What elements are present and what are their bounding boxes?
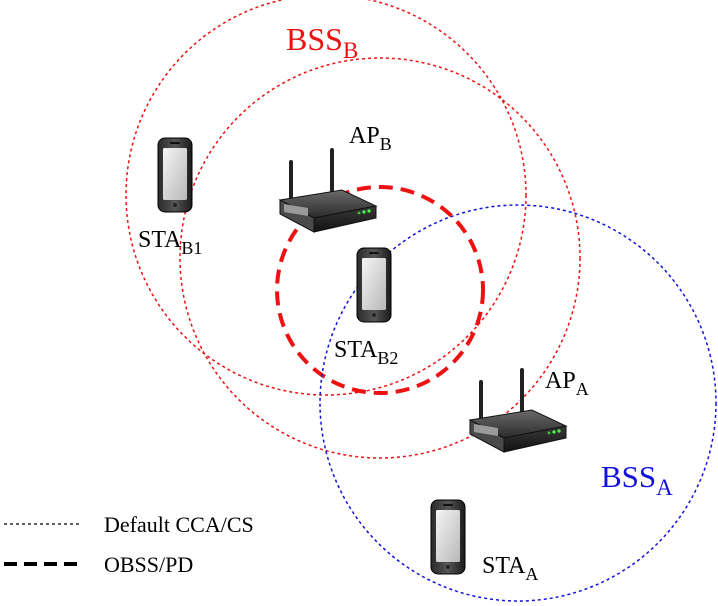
sta-b1-label: STAB1 bbox=[138, 227, 202, 258]
sta-b2-label: STAB2 bbox=[334, 337, 398, 368]
bss-b-coverage-circle-outer bbox=[125, 0, 527, 396]
ap-a-label: APA bbox=[545, 368, 589, 399]
legend-default-cca-label: Default CCA/CS bbox=[104, 512, 254, 537]
ap-b-label: APB bbox=[349, 123, 392, 154]
legend-obss-pd-label: OBSS/PD bbox=[104, 552, 193, 577]
obss-pd-circle bbox=[275, 185, 485, 395]
bss-b-label: BSSB bbox=[286, 21, 358, 63]
bss-b-ap-cca-circle bbox=[179, 57, 581, 459]
sta-a-label: STAA bbox=[482, 553, 538, 584]
sta-b1-phone-icon bbox=[157, 137, 193, 213]
sta-b2-phone-icon bbox=[356, 247, 392, 323]
bss-a-label: BSSA bbox=[601, 459, 673, 500]
bss-a-coverage-circle bbox=[319, 204, 717, 602]
legend: Default CCA/CS OBSS/PD bbox=[4, 512, 254, 577]
sta-a-phone-icon bbox=[430, 499, 466, 575]
